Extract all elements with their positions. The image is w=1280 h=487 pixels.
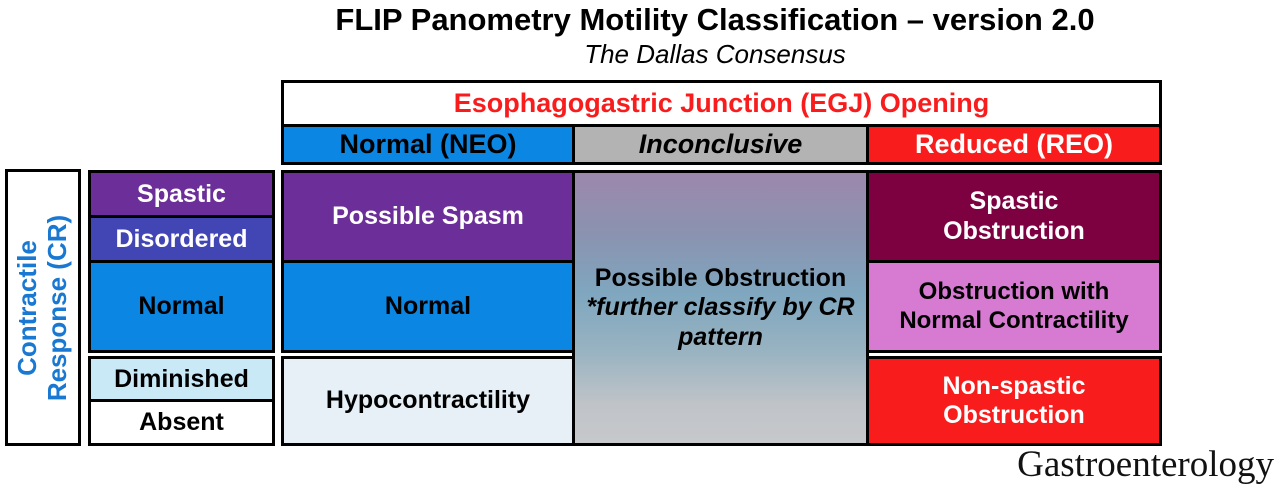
non-spastic-obstruction-line1: Non-spastic <box>942 371 1086 400</box>
possible-obstruction-note-line1: *further classify by CR <box>586 293 855 322</box>
spastic-obstruction-line1: Spastic <box>969 187 1059 215</box>
egj-opening-header: Esophagogastric Junction (EGJ) Opening <box>281 80 1162 127</box>
obstruction-normal-line1: Obstruction with <box>918 278 1110 306</box>
cell-spastic-obstruction: Spastic Obstruction <box>866 170 1162 263</box>
cr-label-line1: Contractile <box>12 239 43 376</box>
cr-label-line2: Response (CR) <box>42 214 72 401</box>
figure-subtitle: The Dallas Consensus <box>584 39 846 69</box>
column-header-normal-neo: Normal (NEO) <box>281 124 575 165</box>
contractile-response-axis-label: Contractile Response (CR) <box>12 214 73 401</box>
cell-possible-spasm: Possible Spasm <box>281 170 575 263</box>
column-header-reduced-reo: Reduced (REO) <box>866 124 1162 165</box>
spastic-obstruction-line2: Obstruction <box>943 216 1085 245</box>
obstruction-normal-line2: Normal Contractility <box>899 306 1129 334</box>
column-header-inconclusive: Inconclusive <box>572 124 869 165</box>
row-label-normal: Normal <box>88 260 275 353</box>
cell-normal-motility: Normal <box>281 260 575 353</box>
cell-possible-obstruction: Possible Obstruction *further classify b… <box>572 170 869 446</box>
journal-logo-gastroenterology: Gastroenterology <box>1017 444 1274 485</box>
non-spastic-obstruction-line2: Obstruction <box>943 401 1085 429</box>
possible-obstruction-note-line2: pattern <box>678 322 763 351</box>
row-label-disordered: Disordered <box>88 215 275 263</box>
cell-obstruction-with-normal-contractility: Obstruction with Normal Contractility <box>866 260 1162 353</box>
row-label-diminished: Diminished <box>88 356 275 402</box>
cell-non-spastic-obstruction: Non-spastic Obstruction <box>866 356 1162 446</box>
cell-hypocontractility: Hypocontractility <box>281 356 575 446</box>
figure-title: FLIP Panometry Motility Classification –… <box>335 2 1095 37</box>
row-label-spastic: Spastic <box>88 170 275 218</box>
row-label-absent: Absent <box>88 399 275 446</box>
contractile-response-axis-box: Contractile Response (CR) <box>5 169 81 446</box>
possible-obstruction-title: Possible Obstruction <box>594 263 847 292</box>
